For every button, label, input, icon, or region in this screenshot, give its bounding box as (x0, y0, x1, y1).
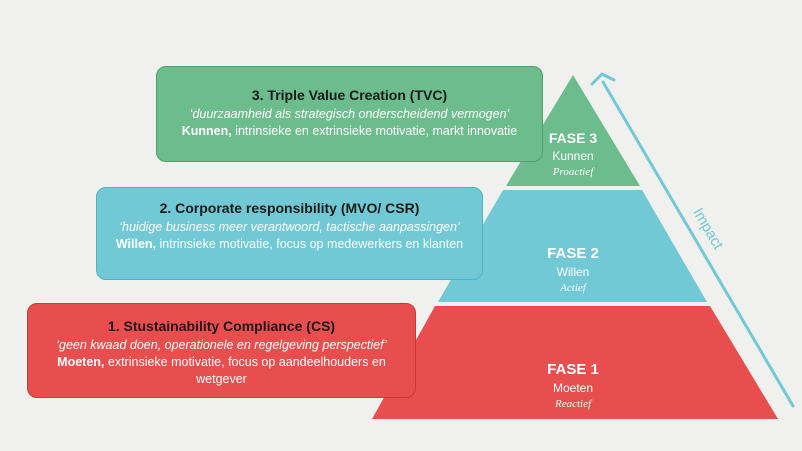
phase3-quote: ‘duurzaamheid als strategisch onderschei… (189, 107, 510, 121)
fase1-sub: Moeten (553, 381, 593, 395)
pyramid-tier-2 (438, 190, 707, 302)
phase1-text: extrinsieke motivatie, focus op aandeelh… (104, 355, 386, 386)
pyramid-tier-1 (372, 306, 778, 419)
impact-arrow-line (601, 80, 795, 408)
phase3-title: 3. Triple Value Creation (TVC) (251, 87, 448, 103)
phase3-description-box: 3. Triple Value Creation (TVC) ‘duurzaam… (156, 66, 543, 162)
fase1-label: FASE 1 (547, 361, 599, 378)
phase1-description-box: 1. Stustainability Compliance (CS) ‘geen… (27, 303, 416, 398)
fase3-mode: Proactief (552, 166, 595, 178)
phase1-quote: ‘geen kwaad doen, operationele en regelg… (56, 338, 387, 352)
phase2-keyword: Willen, (115, 237, 157, 251)
phase2-description-box: 2. Corporate responsibility (MVO/ CSR) ‘… (96, 187, 483, 280)
phase3-keyword: Kunnen, (181, 124, 232, 138)
fase2-label: FASE 2 (547, 245, 599, 262)
impact-arrow-head (590, 72, 616, 86)
fase3-sub: Kunnen (552, 149, 593, 163)
phase3-text: intrinsieke en extrinsieke motivatie, ma… (231, 124, 518, 138)
fase1-mode: Reactief (554, 398, 593, 410)
phase2-text: intrinsieke motivatie, focus op medewerk… (156, 237, 464, 251)
phase2-description: Willen, intrinsieke motivatie, focus op … (107, 236, 472, 253)
phase1-description: Moeten, extrinsieke motivatie, focus op … (38, 354, 405, 388)
phase2-title: 2. Corporate responsibility (MVO/ CSR) (159, 200, 420, 216)
fase2-mode: Actief (559, 282, 588, 294)
phase1-keyword: Moeten, (57, 355, 105, 369)
fase2-sub: Willen (557, 265, 590, 279)
impact-label: Impact (689, 205, 727, 253)
phase2-quote: ‘huidige business meer verantwoord, tact… (119, 220, 460, 234)
phase1-title: 1. Stustainability Compliance (CS) (107, 318, 336, 334)
fase3-label: FASE 3 (549, 130, 597, 146)
phase3-description: Kunnen, intrinsieke en extrinsieke motiv… (167, 123, 532, 140)
